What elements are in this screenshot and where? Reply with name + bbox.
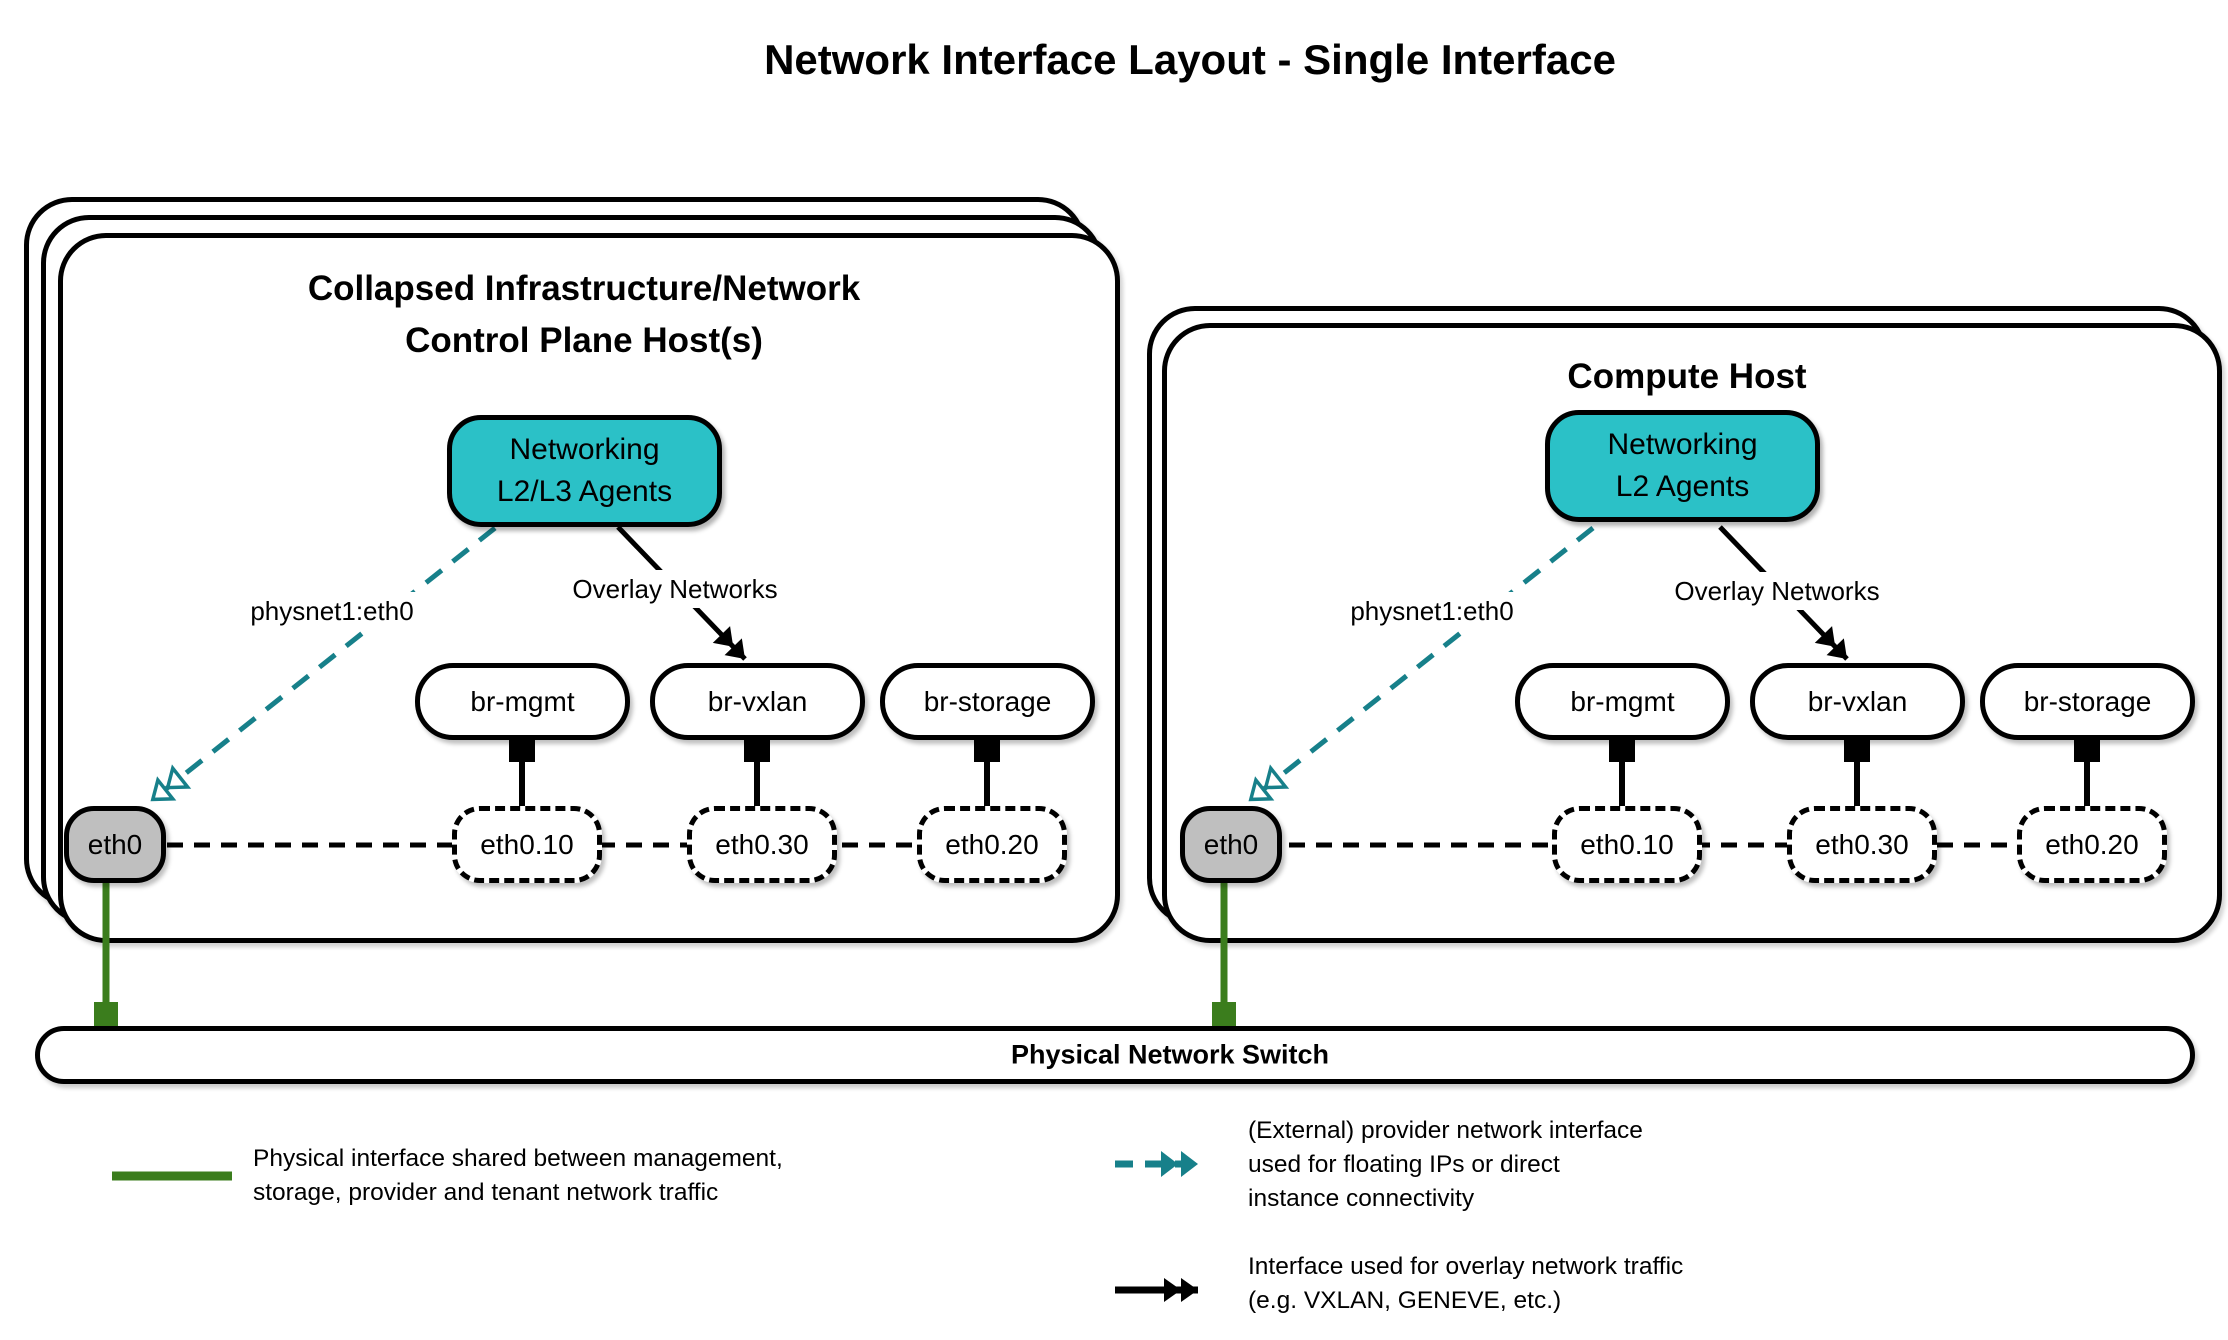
control-uplink [94,878,118,1026]
control-provider-arrow [150,526,497,802]
control-overlay-arrow [616,525,747,661]
compute-bridge-connectors [1609,736,2100,810]
compute-uplink [1212,878,1236,1026]
diagram-title: Network Interface Layout - Single Interf… [764,36,1616,83]
compute-provider-arrow [1248,526,1595,802]
compute-overlay-arrow [1718,525,1849,661]
control-bridge-connectors [509,736,1000,810]
